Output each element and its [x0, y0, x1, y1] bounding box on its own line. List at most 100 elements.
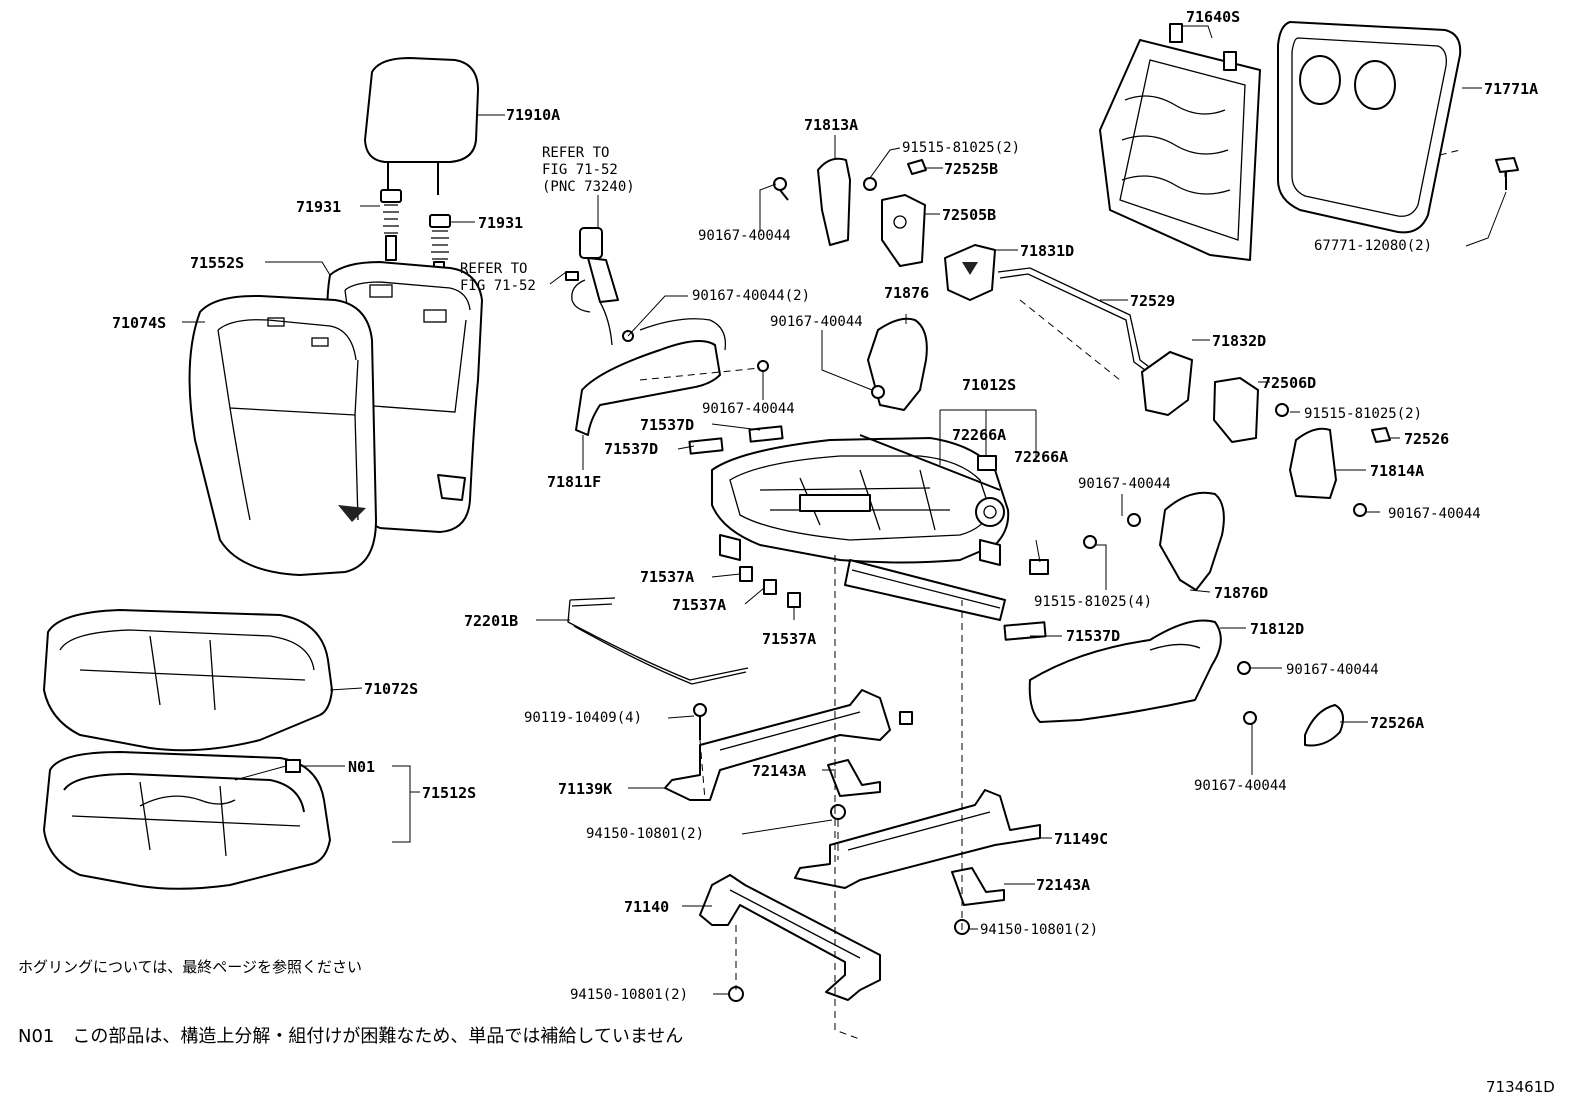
frame-71140 — [699, 874, 881, 1001]
label-71537A-a: 71537A — [640, 568, 694, 586]
clip-71537A-a — [739, 566, 753, 582]
label-94150-10801-b: 94150-10801(2) — [980, 922, 1098, 938]
label-71537D-c: 71537D — [1066, 627, 1120, 645]
label-N01: N01 — [348, 758, 375, 776]
note-hogring: ホグリングについては、最終ページを参照ください — [18, 958, 362, 976]
bracket-72266A-a — [977, 455, 997, 471]
label-90167-40044-f: 90167-40044 — [1286, 662, 1379, 678]
label-refer-to-1a: REFER TO — [542, 145, 609, 161]
label-71149C: 71149C — [1054, 830, 1108, 848]
note-n01: N01 この部品は、構造上分解・組付けが困難なため、単品では補給していません — [18, 1026, 683, 1047]
label-refer-to-1b: FIG 71-52 — [542, 162, 618, 178]
label-72505B: 72505B — [942, 206, 996, 224]
label-90167-40044-2: 90167-40044(2) — [692, 288, 810, 304]
label-90167-40044-a: 90167-40044 — [702, 401, 795, 417]
label-71931-right: 71931 — [478, 214, 523, 232]
label-72525B: 72525B — [944, 160, 998, 178]
bracket-72266A-b — [1029, 559, 1049, 575]
bolt-90167-f — [1237, 661, 1251, 675]
label-72266A-b: 72266A — [1014, 448, 1068, 466]
label-72143A-b: 72143A — [1036, 876, 1090, 894]
label-94150-10801-a: 94150-10801(2) — [586, 826, 704, 842]
label-94150-10801-c: 94150-10801(2) — [570, 987, 688, 1003]
cap-72525B — [907, 159, 927, 175]
seat-spring-72201B — [567, 597, 749, 685]
label-71814A: 71814A — [1370, 462, 1424, 480]
label-71931-left: 71931 — [296, 198, 341, 216]
clip-71537A-c — [787, 592, 801, 608]
label-refer-to-1c: (PNC 73240) — [542, 179, 635, 195]
label-91515-81025-c: 91515-81025(4) — [1034, 594, 1152, 610]
bracket-72143A-b — [951, 867, 1005, 906]
cover-71813A — [817, 157, 851, 246]
label-71910A: 71910A — [506, 106, 560, 124]
seat-frame-71012S — [711, 434, 1010, 621]
bolt-91515-b — [1275, 403, 1289, 417]
seat-track-71149C — [794, 789, 1041, 889]
bracket-72143A-a — [827, 759, 881, 797]
label-71537D-b: 71537D — [604, 440, 658, 458]
label-90167-40044-g: 90167-40044 — [1194, 778, 1287, 794]
label-90167-40044-e: 90167-40044 — [1078, 476, 1171, 492]
recliner-cover-71811F — [575, 318, 769, 436]
bolt-91515-a — [863, 177, 877, 191]
bolt-90119 — [693, 703, 707, 740]
seatback-board-71771A — [1277, 21, 1462, 234]
label-72143A-a: 72143A — [752, 762, 806, 780]
label-90119-10409: 90119-10409(4) — [524, 710, 642, 726]
bolt-90167-c — [871, 385, 885, 399]
label-91515-81025-a: 91515-81025(2) — [902, 140, 1020, 156]
label-refer-to-2a: REFER TO — [460, 261, 527, 277]
cover-71876D — [1159, 491, 1225, 591]
label-71139K: 71139K — [558, 780, 612, 798]
label-71537A-b: 71537A — [672, 596, 726, 614]
bracket-71832D — [1141, 351, 1193, 416]
knob-72526A — [1304, 704, 1345, 747]
label-71074S: 71074S — [112, 314, 166, 332]
seatback-cover-71074S — [188, 294, 377, 576]
label-71140: 71140 — [624, 898, 669, 916]
label-71813A: 71813A — [804, 116, 858, 134]
pad-71537D-a — [688, 437, 724, 455]
hinge-72506D — [1213, 377, 1259, 443]
nut-94150-a — [830, 804, 846, 820]
label-71012S: 71012S — [962, 376, 1016, 394]
clip-71537A-b — [763, 579, 777, 595]
figure-id: 713461D — [1486, 1078, 1555, 1096]
label-72529: 72529 — [1130, 292, 1175, 310]
hinge-72505B — [881, 194, 926, 267]
label-71811F: 71811F — [547, 473, 601, 491]
headrest-support-71931-left — [380, 189, 402, 261]
seat-cushion-pad-71512S — [43, 751, 331, 890]
label-71640S: 71640S — [1186, 8, 1240, 26]
label-71537D-a: 71537D — [640, 416, 694, 434]
bolt-90167-e — [1127, 513, 1141, 527]
headrest-71910A — [364, 57, 479, 195]
cover-71812D — [1028, 619, 1222, 723]
label-90167-40044-b: 90167-40044 — [698, 228, 791, 244]
label-90167-40044-c: 90167-40044 — [770, 314, 863, 330]
bracket-71831D — [944, 244, 996, 301]
label-72266A-a: 72266A — [952, 426, 1006, 444]
label-71812D: 71812D — [1250, 620, 1304, 638]
label-71552S: 71552S — [190, 254, 244, 272]
label-71537A-c: 71537A — [762, 630, 816, 648]
label-72506D: 72506D — [1262, 374, 1316, 392]
bolt-90167-b — [773, 177, 789, 201]
pad-71537D-b — [748, 425, 784, 443]
label-71512S: 71512S — [422, 784, 476, 802]
label-71831D: 71831D — [1020, 242, 1074, 260]
clip-67771 — [1495, 157, 1519, 190]
label-90167-40044-d: 90167-40044 — [1388, 506, 1481, 522]
pad-71537D-c — [1003, 621, 1047, 641]
cover-71814A — [1289, 427, 1337, 499]
label-67771-12080: 67771-12080(2) — [1314, 238, 1432, 254]
label-72201B: 72201B — [464, 612, 518, 630]
seat-cushion-cover-71072S — [43, 609, 333, 752]
seat-track-71139K — [664, 689, 913, 801]
bolt-91515-c — [1083, 535, 1097, 549]
label-71876: 71876 — [884, 284, 929, 302]
seatbelt-buckle — [565, 227, 619, 346]
label-refer-to-2b: FIG 71-52 — [460, 278, 536, 294]
